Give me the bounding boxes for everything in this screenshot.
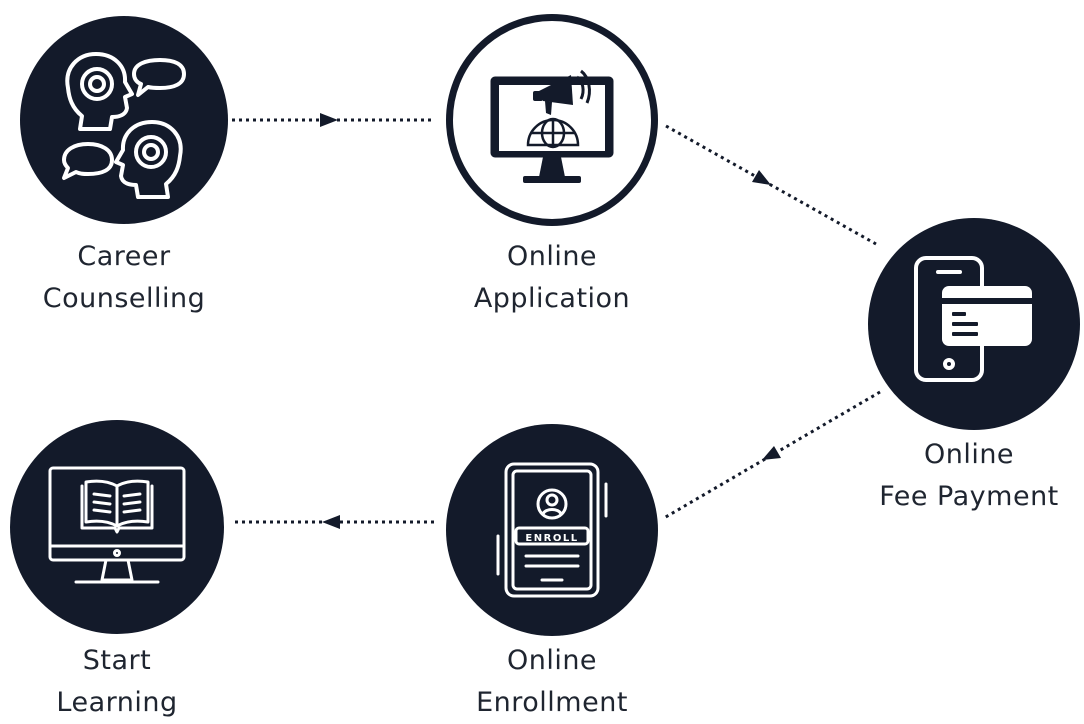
enroll-tablet-icon: ENROLL bbox=[446, 424, 658, 636]
step-label: Online Enrollment bbox=[432, 640, 672, 724]
step-label-line-2: Learning bbox=[56, 687, 178, 718]
step-label: Start Learning bbox=[0, 640, 234, 724]
step-label-line-1: Online bbox=[506, 645, 598, 676]
monitor-book-icon bbox=[10, 420, 224, 634]
step-label-line-1: Online bbox=[923, 439, 1015, 470]
step-label: Online Application bbox=[432, 236, 672, 320]
step-label-line-1: Online bbox=[506, 241, 598, 272]
step-label-line-1: Career bbox=[77, 241, 171, 272]
arrow-down-left-icon bbox=[762, 446, 781, 460]
arrow-down-right-icon bbox=[752, 170, 771, 185]
counselling-heads-icon bbox=[20, 16, 228, 224]
enroll-badge: ENROLL bbox=[525, 533, 578, 544]
step-label: Online Fee Payment bbox=[854, 434, 1084, 518]
step-label-line-2: Counselling bbox=[42, 283, 206, 314]
step-label-line-2: Application bbox=[473, 283, 631, 314]
step-label-line-2: Enrollment bbox=[476, 687, 628, 718]
arrow-right-icon bbox=[320, 113, 338, 127]
step-label-line-2: Fee Payment bbox=[879, 481, 1059, 512]
monitor-megaphone-globe-icon bbox=[446, 14, 658, 226]
step-label-line-1: Start bbox=[82, 645, 152, 676]
arrow-left-icon bbox=[322, 515, 340, 529]
phone-card-icon bbox=[868, 218, 1080, 430]
step-label: Career Counselling bbox=[0, 236, 248, 320]
